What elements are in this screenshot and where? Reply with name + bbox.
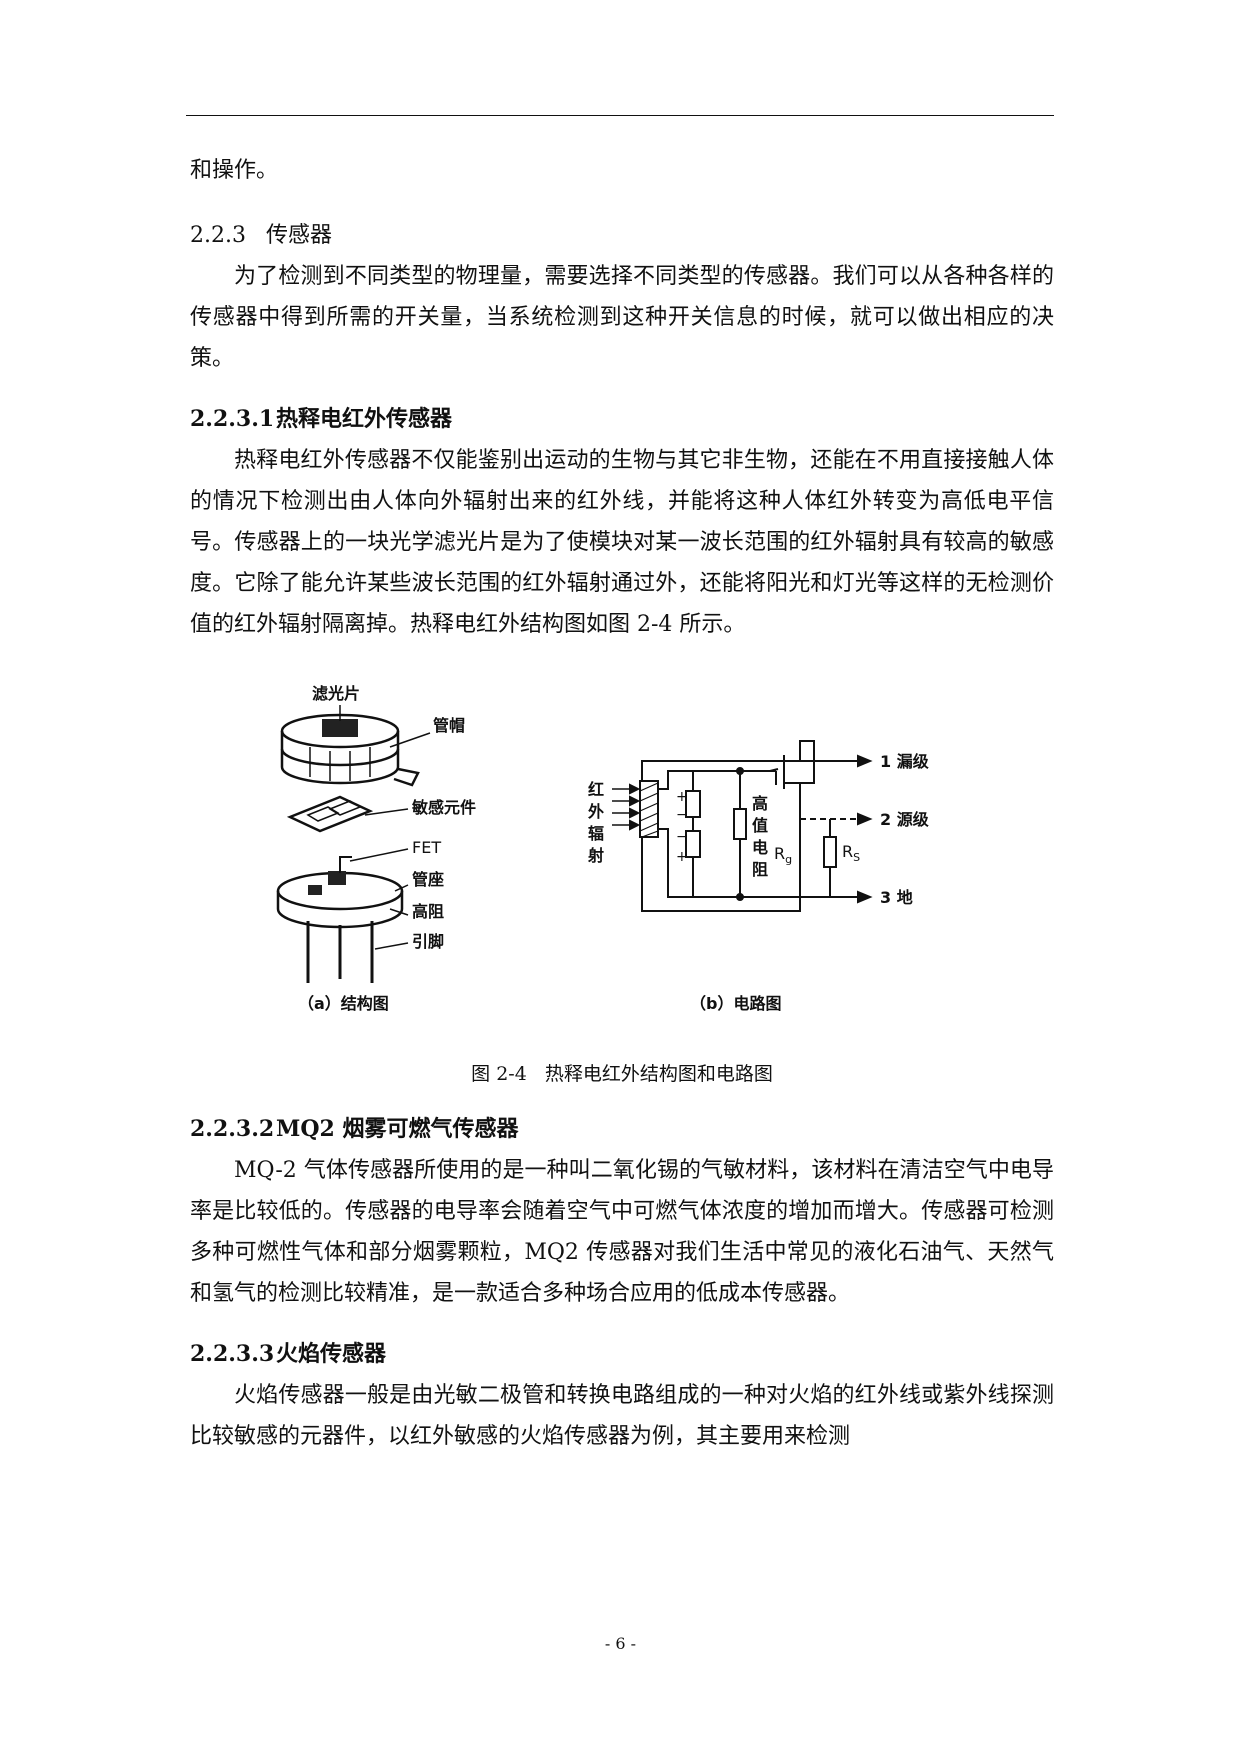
resistor-text-char: 阻	[752, 860, 768, 879]
circuit-diagram	[612, 740, 873, 912]
continuation-text: 和操作。	[190, 158, 279, 183]
caption-number: 图 2-4	[471, 1063, 527, 1085]
figure-2-4: 滤光片 管帽 敏感元件 FET 管座 高阻 引脚 （a）结构图	[190, 659, 1054, 1059]
circuit-labels: 红 外 辐 射 + − − + 高 值 电 阻 Rg RS 1 漏级 2 源级 …	[587, 752, 930, 1013]
section-heading-2-2-3-2: 2.2.3.2MQ2 烟雾可燃气传感器	[190, 1109, 1054, 1150]
page-body: 和操作。 2.2.3 传感器 为了检测到不同类型的物理量，需要选择不同类型的传感器…	[190, 150, 1054, 1457]
section-number: 2.2.3.3	[190, 1341, 275, 1367]
part-label-element: 敏感元件	[411, 798, 476, 817]
part-label-fet: FET	[412, 838, 441, 857]
figure-caption: 图 2-4 热释电红外结构图和电路图	[190, 1059, 1054, 1089]
input-label-char: 外	[587, 802, 604, 821]
structure-diagram	[276, 705, 431, 983]
panel-a-label: （a）结构图	[298, 994, 389, 1013]
part-label-resistor: 高阻	[412, 902, 444, 921]
page-number: - 6 -	[604, 1634, 637, 1653]
section-number: 2.2.3.1	[190, 406, 275, 432]
section-title: 热释电红外传感器	[276, 406, 453, 432]
output-drain: 1 漏级	[880, 752, 930, 771]
section-number: 2.2.3.2	[190, 1116, 275, 1142]
rg-label: Rg	[774, 844, 792, 866]
paragraph-sensors: 为了检测到不同类型的物理量，需要选择不同类型的传感器。我们可以从各种各样的传感器…	[190, 264, 1054, 371]
resistor-text-char: 高	[752, 794, 768, 813]
minus-sign: −	[676, 807, 688, 823]
section-title: MQ2 烟雾可燃气传感器	[276, 1116, 519, 1142]
section-title: 火焰传感器	[276, 1341, 387, 1367]
resistor-text-char: 值	[752, 816, 768, 835]
output-ground: 3 地	[880, 888, 913, 907]
resistor-text-char: 电	[752, 838, 768, 857]
plus-sign: +	[676, 789, 688, 805]
input-label-char: 红	[588, 780, 604, 799]
output-source: 2 源级	[880, 810, 930, 829]
paragraph-mq2: MQ-2 气体传感器所使用的是一种叫二氧化锡的气敏材料，该材料在清洁空气中电导率…	[190, 1158, 1054, 1306]
paragraph-pir: 热释电红外传感器不仅能鉴别出运动的生物与其它非生物，还能在不用直接接触人体的情况…	[190, 448, 1054, 637]
part-label-cap: 管帽	[433, 716, 465, 735]
part-label-filter: 滤光片	[312, 684, 360, 703]
paragraph-flame: 火焰传感器一般是由光敏二极管和转换电路组成的一种对火焰的红外线或紫外线探测比较敏…	[190, 1383, 1054, 1449]
section-heading-2-2-3-1: 2.2.3.1热释电红外传感器	[190, 399, 1054, 440]
input-label-char: 射	[587, 846, 604, 865]
minus-sign: −	[676, 829, 688, 845]
panel-b-label: （b）电路图	[690, 994, 781, 1013]
part-label-pins: 引脚	[412, 932, 444, 951]
rs-label: RS	[842, 842, 860, 864]
header-rule	[186, 115, 1054, 116]
section-title: 传感器	[266, 223, 333, 248]
plus-sign: +	[676, 849, 688, 865]
input-label-char: 辐	[588, 824, 604, 843]
structure-labels: 滤光片 管帽 敏感元件 FET 管座 高阻 引脚 （a）结构图	[298, 684, 476, 1013]
section-heading-2-2-3: 2.2.3 传感器	[190, 215, 1054, 256]
section-heading-2-2-3-3: 2.2.3.3火焰传感器	[190, 1334, 1054, 1375]
figure-illustration: 滤光片 管帽 敏感元件 FET 管座 高阻 引脚 （a）结构图	[276, 684, 930, 1013]
section-number: 2.2.3	[190, 223, 246, 248]
caption-text: 热释电红外结构图和电路图	[544, 1063, 773, 1085]
part-label-base: 管座	[412, 870, 444, 889]
